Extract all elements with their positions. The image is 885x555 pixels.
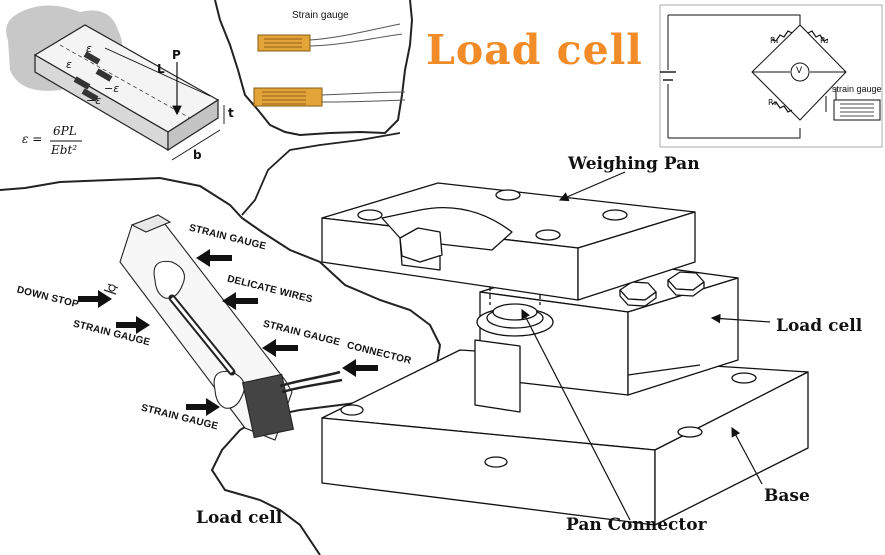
label-t: t bbox=[228, 106, 234, 120]
base-hole-1 bbox=[340, 404, 364, 416]
beam-gauge-side-2 bbox=[81, 88, 99, 102]
bolt-1-side bbox=[619, 289, 657, 307]
label-eps-3: −ε bbox=[104, 82, 120, 95]
base-side bbox=[654, 371, 809, 526]
label-weighing-pan: Weighing Pan bbox=[568, 154, 700, 174]
loadcell-cutaway bbox=[103, 214, 343, 441]
cutaway-top-face bbox=[130, 214, 172, 233]
assembly bbox=[321, 182, 809, 526]
label-eps-1: ε bbox=[86, 42, 92, 55]
callout-pan-connector bbox=[521, 308, 631, 521]
pan-side bbox=[577, 211, 696, 301]
assembly-callouts bbox=[521, 171, 771, 521]
torn-edge-left bbox=[0, 176, 442, 555]
bridge-wire-bottom bbox=[668, 128, 801, 139]
label-load-cell: Load cell bbox=[776, 316, 863, 336]
formula-denominator: Ebt² bbox=[51, 143, 78, 157]
bridge-gauge-label: strain gauge bbox=[832, 84, 882, 94]
wheatstone-bridge bbox=[659, 4, 883, 148]
torn-edge-top bbox=[214, 0, 414, 137]
pan-hole-4 bbox=[535, 229, 561, 241]
bridge-r3: R₃ bbox=[768, 98, 777, 107]
beam-gauge-side-1 bbox=[73, 76, 91, 90]
label-eps-4: −ε bbox=[86, 94, 102, 107]
bolt-2-side bbox=[667, 279, 705, 297]
loadcell-mount bbox=[474, 339, 521, 413]
label-base: Base bbox=[764, 486, 810, 506]
label-L: L bbox=[157, 62, 165, 76]
arrow-strain-gauge-mid bbox=[262, 339, 298, 357]
label-eps-2: ε bbox=[66, 58, 72, 71]
beam-gauge-top-1 bbox=[83, 51, 101, 65]
strain-gauge-inset bbox=[253, 23, 406, 107]
cutaway-arrows bbox=[78, 249, 378, 416]
formula-lhs: ε = bbox=[22, 132, 43, 146]
dim-b bbox=[171, 129, 221, 161]
label-b: b bbox=[193, 148, 202, 162]
bridge-diamond bbox=[751, 24, 847, 121]
pan-hole-2 bbox=[495, 189, 521, 201]
pan-hole-1 bbox=[357, 209, 383, 221]
loadcell-slot bbox=[627, 364, 701, 376]
label-P: P bbox=[172, 48, 181, 62]
resistor-r3 bbox=[771, 101, 793, 113]
strain-gauge-2 bbox=[253, 87, 323, 107]
arrow-strain-gauge-left bbox=[116, 316, 150, 334]
bridge-r2: R₂ bbox=[820, 36, 829, 45]
strain-gauge-label: Strain gauge bbox=[292, 10, 349, 21]
connector-cap bbox=[492, 303, 538, 321]
cutaway-screw bbox=[108, 284, 116, 292]
arrow-down-stop bbox=[78, 290, 112, 308]
bridge-wire-top bbox=[668, 14, 801, 25]
callout-base bbox=[731, 426, 763, 485]
pan-hole-3 bbox=[602, 209, 628, 221]
resistor-r1 bbox=[771, 30, 793, 42]
bridge-meter: V bbox=[796, 66, 803, 76]
cutaway-hole-top bbox=[153, 260, 185, 299]
bridge-strain-gauge bbox=[833, 99, 881, 121]
label-pan-connector: Pan Connector bbox=[566, 515, 707, 535]
cutaway-connector bbox=[241, 373, 295, 439]
torn-edge-middle bbox=[241, 132, 401, 216]
cutaway-slot-inner bbox=[170, 297, 234, 373]
callout-load-cell bbox=[710, 313, 771, 324]
bridge-r1: R₁ bbox=[770, 36, 779, 45]
dim-L bbox=[104, 47, 211, 97]
arrow-connector bbox=[342, 359, 378, 377]
page-title: Load cell bbox=[426, 26, 643, 74]
resistor-r2 bbox=[807, 30, 829, 42]
beam-gauge-top-2 bbox=[95, 68, 113, 82]
bridge-frame bbox=[659, 4, 883, 148]
arrow-strain-gauge-top bbox=[196, 249, 232, 267]
beam-centerline bbox=[59, 44, 191, 119]
formula-numerator: 6PL bbox=[53, 124, 77, 138]
callout-weighing-pan bbox=[558, 171, 626, 202]
cutaway-hole-bottom bbox=[213, 370, 245, 409]
cutaway-wires bbox=[279, 370, 343, 394]
beam-figure bbox=[6, 5, 225, 161]
voltmeter bbox=[790, 62, 810, 82]
cutaway-caption: Load cell bbox=[196, 508, 283, 528]
arrow-strain-gauge-bottom bbox=[186, 398, 220, 416]
arrow-delicate-wires bbox=[222, 292, 258, 310]
base-hole-3 bbox=[731, 372, 757, 384]
beam-end-face bbox=[167, 98, 219, 152]
base-hole-4 bbox=[677, 426, 703, 438]
pan-nut bbox=[399, 227, 443, 263]
base-hole-2 bbox=[484, 456, 508, 468]
